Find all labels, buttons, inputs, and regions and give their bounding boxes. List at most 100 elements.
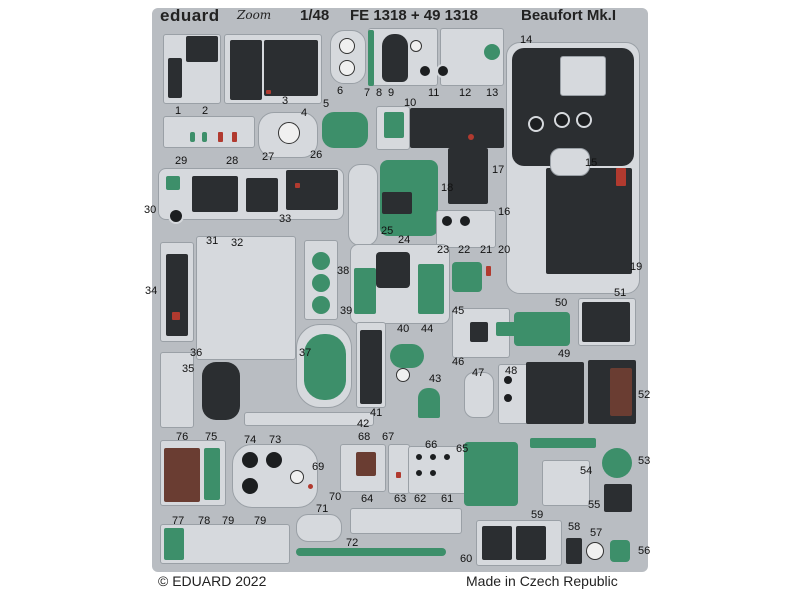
- part-73-dial-b: [290, 470, 304, 484]
- part-number-79a: 79: [222, 515, 235, 527]
- part-17-lower: [448, 148, 488, 204]
- part-number-49: 49: [558, 348, 571, 360]
- part-number-12: 12: [459, 87, 472, 99]
- part-number-45: 45: [452, 305, 465, 317]
- part-15-frame: [550, 148, 590, 176]
- part-34-panel: [166, 254, 188, 336]
- part-29-green-a: [190, 132, 195, 142]
- part-51-panel: [582, 302, 630, 342]
- part-40-dial: [396, 368, 410, 382]
- part-76-cushion: [164, 448, 200, 502]
- part-58-panel: [566, 538, 582, 564]
- part-cross-panel: [464, 442, 518, 506]
- part-22-dial: [458, 214, 472, 228]
- part-number-25: 25: [381, 225, 394, 237]
- part-3-red-light: [266, 90, 271, 94]
- part-number-26: 26: [310, 149, 323, 161]
- part-number-14: 14: [520, 34, 533, 46]
- part-2-panel: [186, 36, 218, 62]
- part-number-66: 66: [425, 439, 438, 451]
- part-34-red-label: [172, 312, 180, 320]
- part-number-41: 41: [370, 407, 383, 419]
- part-number-44: 44: [421, 323, 434, 335]
- part-number-7: 7: [364, 87, 371, 99]
- part-number-32: 32: [231, 237, 244, 249]
- part-number-51: 51: [614, 287, 627, 299]
- part-number-70: 70: [329, 491, 342, 503]
- part-number-74: 74: [244, 434, 257, 446]
- part-number-38: 38: [337, 265, 350, 277]
- part-26-panel: [286, 170, 338, 210]
- part-number-68: 68: [358, 431, 371, 443]
- part-49-panel: [526, 362, 584, 424]
- part-number-2: 2: [202, 105, 209, 117]
- part-number-5: 5: [323, 98, 330, 110]
- zoom-logo: Zoom: [237, 8, 272, 22]
- part-number-1: 1: [175, 105, 182, 117]
- part-number-48: 48: [505, 365, 518, 377]
- part-71-frame: [296, 514, 342, 542]
- part-75-strip: [204, 448, 220, 500]
- part-14-dial-2: [554, 112, 570, 128]
- part-44-panel: [418, 264, 444, 314]
- part-53-disc: [602, 448, 632, 478]
- scale-label: 1/48: [300, 7, 330, 24]
- part-61-64-frame: [350, 508, 462, 534]
- part-number-59: 59: [531, 509, 544, 521]
- part-14-glass: [560, 56, 606, 96]
- part-number-36: 36: [190, 347, 203, 359]
- part-number-46: 46: [452, 356, 465, 368]
- part-48-dial-b: [502, 392, 514, 404]
- part-13-knob: [484, 44, 500, 60]
- part-9-bracket: [382, 34, 408, 82]
- part-number-50: 50: [555, 297, 568, 309]
- part-39-panel: [354, 268, 376, 314]
- copyright-text: © EDUARD 2022: [158, 573, 267, 589]
- part-37-panel: [304, 334, 346, 400]
- part-number-37: 37: [299, 347, 312, 359]
- part-number-9: 9: [388, 87, 395, 99]
- part-number-16: 16: [498, 206, 511, 218]
- part-66-dial-3: [442, 452, 452, 462]
- part-number-61: 61: [441, 493, 454, 505]
- part-number-17: 17: [492, 164, 505, 176]
- part-number-63: 63: [394, 493, 407, 505]
- part-number-58: 58: [568, 521, 581, 533]
- part-73-dial-a: [264, 450, 284, 470]
- part-66-dial-5: [428, 468, 438, 478]
- part-74-dial-a: [240, 450, 260, 470]
- part-35-frame: [160, 352, 194, 428]
- part-number-72: 72: [346, 537, 359, 549]
- part-number-20: 20: [498, 244, 511, 256]
- part-number-11: 11: [428, 87, 440, 99]
- part-number-77: 77: [172, 515, 185, 527]
- part-38-knob-a: [312, 252, 330, 270]
- part-number-57: 57: [590, 527, 603, 539]
- part-number-24: 24: [398, 234, 411, 246]
- part-55-panel: [604, 484, 632, 512]
- part-number-27: 27: [262, 151, 275, 163]
- part-41-panel: [360, 330, 382, 404]
- part-number-56: 56: [638, 545, 651, 557]
- brand-logo: eduard: [160, 6, 220, 25]
- part-7-strip: [368, 30, 374, 86]
- part-3-panel-b: [264, 40, 318, 96]
- part-67-red: [396, 472, 401, 478]
- part-number-29: 29: [175, 155, 188, 167]
- part-number-35: 35: [182, 363, 195, 375]
- part-29-green-b: [202, 132, 207, 142]
- part-57-dial: [586, 542, 604, 560]
- part-number-67: 67: [382, 431, 395, 443]
- part-number-43: 43: [429, 373, 442, 385]
- part-38-knob-b: [312, 274, 330, 292]
- part-45-panel: [470, 322, 488, 342]
- part-number-65: 65: [456, 443, 469, 455]
- part-30-tab: [166, 176, 180, 190]
- part-14-dial-3: [576, 112, 592, 128]
- part-19-red-placard: [616, 168, 626, 186]
- part-6-handwheel-bottom: [339, 60, 355, 76]
- part-number-28: 28: [226, 155, 239, 167]
- part-66-dial-4: [414, 468, 424, 478]
- part-number-22: 22: [458, 244, 471, 256]
- part-6-handwheel-top: [339, 38, 355, 54]
